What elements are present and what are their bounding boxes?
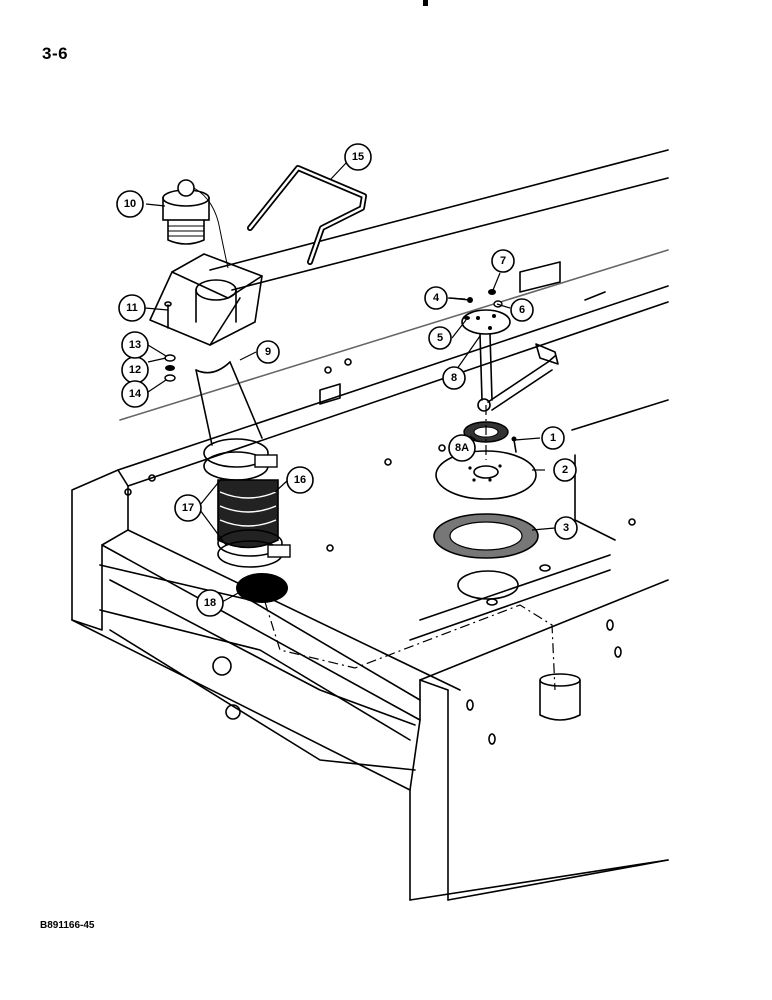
callout-7: 7 — [491, 249, 515, 273]
callout-13: 13 — [121, 331, 149, 359]
callout-5: 5 — [428, 326, 452, 350]
callout-8a: 8A — [448, 434, 476, 462]
gasket-disc — [236, 573, 288, 603]
fuel-sender-assembly — [433, 289, 559, 559]
svg-text:7: 7 — [500, 255, 506, 267]
callout-2: 2 — [553, 458, 577, 482]
callout-15: 15 — [344, 143, 372, 171]
leader-lines — [144, 161, 556, 603]
callout-1: 1 — [541, 426, 565, 450]
callout-3: 3 — [554, 516, 578, 540]
svg-text:5: 5 — [437, 332, 443, 344]
callout-14: 14 — [121, 380, 149, 408]
svg-text:4: 4 — [433, 292, 440, 304]
svg-text:11: 11 — [126, 302, 138, 314]
svg-text:3: 3 — [563, 522, 569, 534]
svg-text:13: 13 — [129, 339, 141, 351]
svg-text:6: 6 — [519, 304, 525, 316]
svg-text:12: 12 — [129, 364, 141, 376]
callout-9: 9 — [256, 340, 280, 364]
svg-text:10: 10 — [124, 198, 136, 210]
callout-11: 11 — [118, 294, 146, 322]
callout-16: 16 — [286, 466, 314, 494]
callout-6: 6 — [510, 298, 534, 322]
callout-10: 10 — [116, 190, 144, 218]
chassis-frame — [71, 149, 669, 901]
svg-text:8A: 8A — [455, 442, 469, 454]
filler-cap — [162, 179, 229, 269]
top-mark — [423, 0, 428, 6]
svg-text:8: 8 — [451, 372, 457, 384]
filler-handle — [247, 165, 367, 265]
svg-text:18: 18 — [204, 597, 216, 609]
page-number: 3-6 — [42, 44, 69, 63]
drawing-reference-code: B891166-45 — [40, 920, 95, 931]
callout-17: 17 — [174, 494, 202, 522]
svg-text:17: 17 — [182, 502, 194, 514]
svg-text:16: 16 — [294, 474, 306, 486]
svg-text:9: 9 — [265, 346, 271, 358]
filler-neck — [149, 253, 291, 568]
callout-8: 8 — [442, 366, 466, 390]
svg-text:14: 14 — [129, 388, 142, 400]
svg-text:15: 15 — [352, 151, 364, 163]
svg-text:1: 1 — [550, 432, 556, 444]
callout-18: 18 — [196, 589, 224, 617]
callout-4: 4 — [424, 286, 448, 310]
callout-12: 12 — [121, 356, 149, 384]
svg-text:2: 2 — [562, 464, 568, 476]
